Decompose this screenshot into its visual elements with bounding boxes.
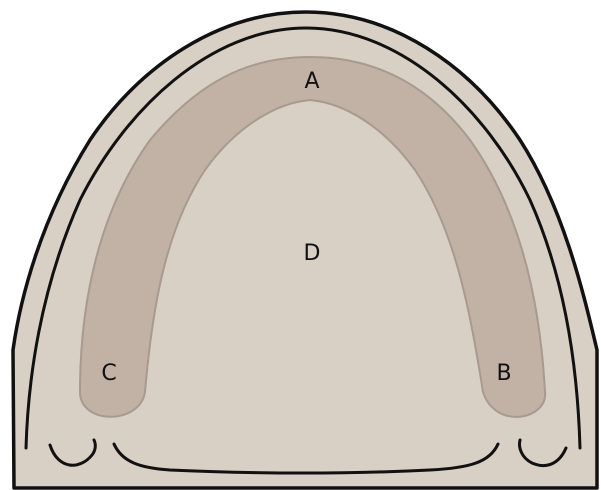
label-d: D (304, 241, 321, 266)
right-notch (518, 438, 568, 468)
label-c: C (101, 361, 116, 386)
posterior-border (112, 442, 500, 475)
left-notch (48, 438, 97, 467)
inner-border-line (24, 26, 582, 450)
label-b: B (496, 361, 511, 386)
label-a: A (304, 69, 319, 94)
ridge-area (79, 56, 547, 418)
